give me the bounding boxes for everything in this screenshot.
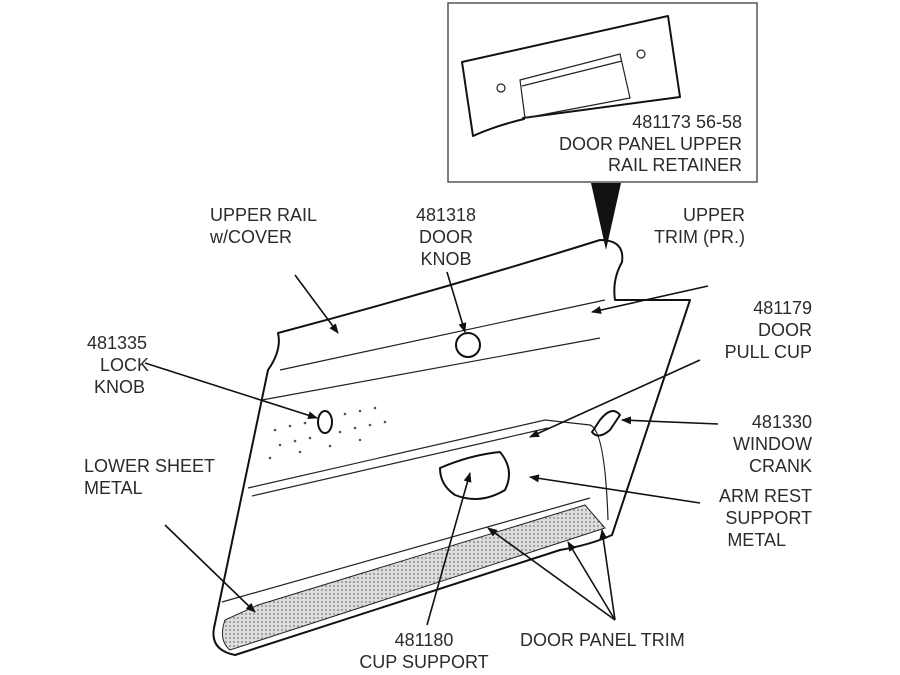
inset-title-2: RAIL RETAINER xyxy=(608,155,742,175)
svg-text:ARM REST: ARM REST xyxy=(719,486,812,506)
svg-text:DOOR PANEL TRIM: DOOR PANEL TRIM xyxy=(520,630,685,650)
svg-text:TRIM (PR.): TRIM (PR.) xyxy=(654,227,745,247)
svg-text:481330: 481330 xyxy=(752,412,812,432)
pull-cup-part xyxy=(439,451,510,500)
label-window-crank: 481330 WINDOW CRANK xyxy=(733,412,812,476)
lock-knob-part xyxy=(317,410,333,434)
svg-text:METAL: METAL xyxy=(727,530,786,550)
label-door-pull-cup: 481179 DOOR PULL CUP xyxy=(725,298,812,362)
svg-text:481180: 481180 xyxy=(395,630,454,650)
svg-text:LOCK: LOCK xyxy=(100,355,149,375)
svg-text:w/COVER: w/COVER xyxy=(209,227,292,247)
svg-text:481318: 481318 xyxy=(416,205,476,225)
label-lock-knob: 481335 LOCK KNOB xyxy=(87,333,149,397)
leader-arrows xyxy=(144,271,719,626)
svg-text:LOWER SHEET: LOWER SHEET xyxy=(84,456,215,476)
svg-text:SUPPORT: SUPPORT xyxy=(725,508,812,528)
svg-text:DOOR: DOOR xyxy=(758,320,812,340)
svg-text:481335: 481335 xyxy=(87,333,147,353)
inset-part-number: 481173 56-58 xyxy=(632,112,742,132)
label-cup-support: 481180 CUP SUPPORT xyxy=(359,630,488,672)
svg-text:KNOB: KNOB xyxy=(420,249,471,269)
retainer-part xyxy=(461,15,681,137)
svg-text:UPPER RAIL: UPPER RAIL xyxy=(210,205,317,225)
inset-pointer xyxy=(591,183,621,250)
label-upper-rail: UPPER RAIL w/COVER xyxy=(209,205,317,247)
label-upper-trim: UPPER TRIM (PR.) xyxy=(654,205,745,247)
svg-text:481179: 481179 xyxy=(753,298,812,318)
svg-text:DOOR: DOOR xyxy=(419,227,473,247)
svg-text:CUP SUPPORT: CUP SUPPORT xyxy=(359,652,488,672)
door-knob-part xyxy=(455,332,481,358)
svg-text:RAIL RETAINER: RAIL RETAINER xyxy=(608,155,742,175)
label-lower-sheet-metal: LOWER SHEET METAL xyxy=(84,456,215,498)
svg-text:WINDOW: WINDOW xyxy=(733,434,812,454)
svg-text:UPPER: UPPER xyxy=(683,205,745,225)
inset-title: DOOR PANEL UPPER xyxy=(559,134,742,154)
retainer-inset: 481173 56-58 DOOR PANEL UPPER RAIL RETAI… xyxy=(447,2,758,183)
window-crank-part xyxy=(591,410,621,437)
svg-text:KNOB: KNOB xyxy=(94,377,145,397)
label-arm-rest-support: ARM REST SUPPORT METAL xyxy=(719,486,812,550)
door-panel xyxy=(212,239,691,656)
svg-text:DOOR PANEL UPPER: DOOR PANEL UPPER xyxy=(559,134,742,154)
svg-text:PULL CUP: PULL CUP xyxy=(725,342,812,362)
label-door-knob: 481318 DOOR KNOB xyxy=(416,205,476,269)
svg-text:METAL: METAL xyxy=(84,478,143,498)
label-door-panel-trim: DOOR PANEL TRIM xyxy=(520,630,685,650)
svg-text:CRANK: CRANK xyxy=(749,456,812,476)
